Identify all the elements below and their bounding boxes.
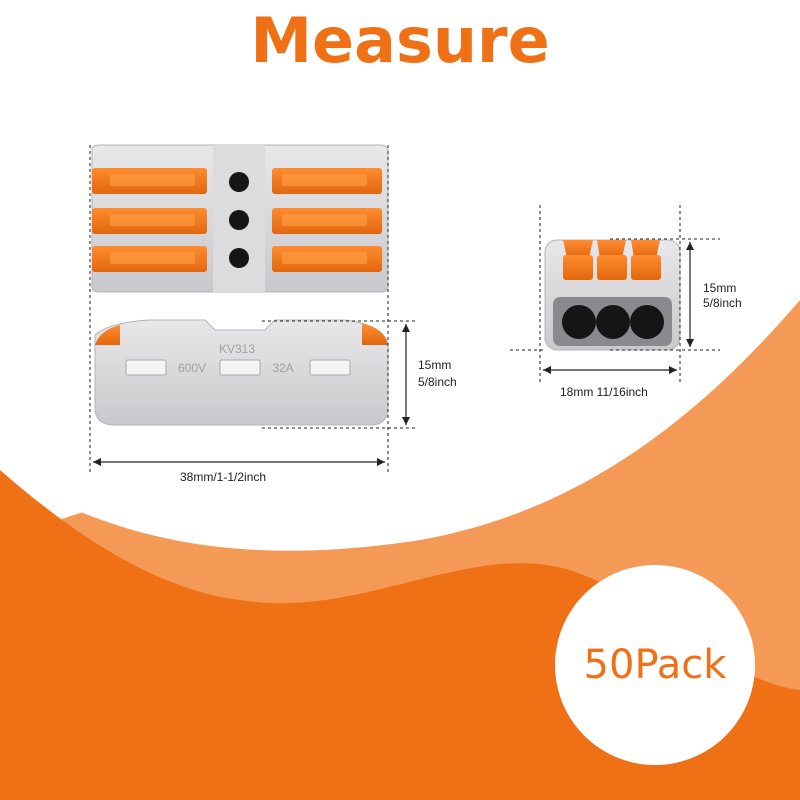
- model-label: KV313: [219, 342, 255, 356]
- large-height-mm-label: 15mm: [418, 358, 452, 372]
- large-height-inch-label: 5/8inch: [418, 375, 457, 389]
- pack-badge: 50Pack: [555, 565, 755, 765]
- large-width-label: 38mm/1-1/2inch: [180, 470, 267, 484]
- small-height-inch-label: 5/8inch: [703, 296, 742, 310]
- current-label: 32A: [272, 361, 293, 375]
- background-bottom-band: [0, 640, 560, 800]
- pack-badge-text: 50Pack: [583, 642, 727, 688]
- page-title: Measure: [250, 4, 550, 77]
- dimension-lines: [89, 145, 720, 475]
- small-width-label: 18mm 11/16inch: [560, 385, 648, 399]
- small-connector-front-view: [544, 239, 681, 351]
- voltage-label: 600V: [178, 361, 206, 375]
- small-height-mm-label: 15mm: [703, 281, 737, 295]
- large-connector-top-view: [91, 144, 389, 293]
- large-connector-side-view: [94, 319, 389, 426]
